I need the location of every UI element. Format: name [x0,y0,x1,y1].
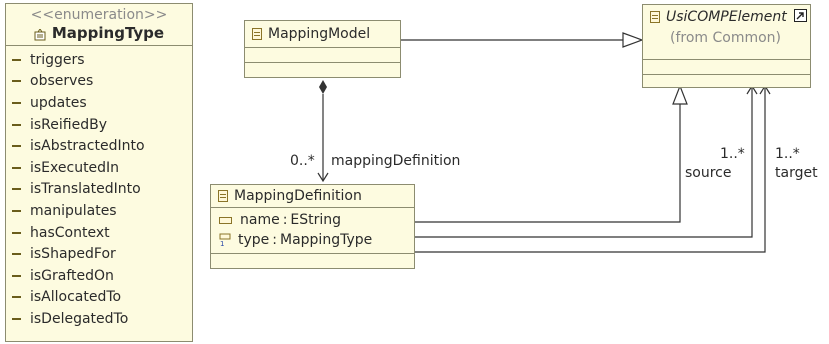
enum-literal[interactable]: hasContext [6,222,192,244]
enum-literal[interactable]: isShapedFor [6,243,192,265]
shortcut-icon[interactable] [794,9,807,22]
attributes-compartment [245,48,400,63]
enum-literal[interactable]: triggers [6,49,192,71]
attribute-type[interactable]: 1 type : MappingType [219,232,373,248]
literal-icon [12,231,21,234]
composition-arrowhead [317,172,329,183]
composition-diamond [319,80,327,94]
class-icon [650,11,660,23]
enum-literal-label: hasContext [30,224,110,241]
enum-literal[interactable]: observes [6,71,192,93]
enum-literal-label: isTranslatedInto [30,181,141,198]
enumeration-name: MappingType [51,24,165,42]
attributes-compartment [643,60,810,75]
literal-icon [12,101,21,104]
enumeration-stereotype: <<enumeration>> [30,7,168,23]
literal-icon [12,253,21,256]
literal-icon [12,296,21,299]
class-name-mappingdefinition: MappingDefinition [234,188,362,204]
enum-literal-label: observes [30,73,94,90]
enum-literal-label: triggers [30,51,85,68]
enum-literal[interactable]: isAllocatedTo [6,287,192,309]
attribute-icon [219,216,232,224]
class-name-mappingmodel: MappingModel [268,26,371,42]
operations-compartment [643,75,810,89]
class-icon [218,190,228,202]
literal-icon [12,274,21,277]
enumeration-mappingtype[interactable]: <<enumeration>> MappingType triggers obse… [5,3,193,342]
target-multiplicity-label: 1..* [775,146,800,162]
enumeration-literals: triggers observes updates isReifiedBy isAbst… [6,46,192,330]
enum-literal-label: manipulates [30,202,117,219]
enum-literal-label: isAllocatedTo [30,289,122,306]
composition-role-label: mappingDefinition [331,153,461,169]
enum-literal[interactable]: isExecutedIn [6,157,192,179]
class-usicompelement[interactable]: UsiCOMPElement (from Common) [642,4,811,88]
literal-icon [12,80,21,83]
literal-icon [12,317,21,320]
enum-literal-label: isAbstractedInto [30,138,145,155]
enumeration-icon [34,27,46,41]
source-multiplicity-label: 1..* [720,146,745,162]
enum-literal-label: isExecutedIn [30,159,120,176]
generalization-arrowhead [622,32,644,48]
operations-compartment [245,63,400,79]
class-icon [252,28,262,40]
enum-literal[interactable]: manipulates [6,200,192,222]
enum-literal[interactable]: isDelegatedTo [6,308,192,330]
literal-icon [12,58,21,61]
literal-icon [12,166,21,169]
composition-multiplicity-label: 0..* [290,153,315,169]
generalization-mappingdefinition-edge [415,104,681,223]
enum-literal-label: updates [30,94,87,111]
enum-literal-label: isShapedFor [30,246,116,263]
enum-literal-label: isDelegatedTo [30,310,129,327]
source-association-edge [415,87,753,238]
enum-literal[interactable]: isReifiedBy [6,114,192,136]
target-role-label: target [775,165,818,181]
literal-icon [12,188,21,191]
class-mappingmodel[interactable]: MappingModel [244,20,401,78]
literal-icon [12,209,21,212]
enum-literal[interactable]: isGraftedOn [6,265,192,287]
class-name-usicompelement: UsiCOMPElement [666,9,787,25]
target-association-edge [415,87,766,253]
literal-icon [12,145,21,148]
class-origin-package: (from Common) [670,30,782,46]
enum-literal-label: isGraftedOn [30,267,114,284]
enum-attribute-icon: 1 [219,233,232,248]
enum-literal[interactable]: updates [6,92,192,114]
attribute-name[interactable]: name : EString [211,210,414,230]
source-role-label: source [685,165,732,181]
enum-literal[interactable]: isTranslatedInto [6,179,192,201]
operations-compartment [211,254,414,268]
generalization-arrowhead-2 [672,84,688,105]
class-mappingdefinition[interactable]: MappingDefinition name : EString 1 type … [210,184,415,269]
svg-text:1: 1 [220,240,224,247]
enum-literal[interactable]: isAbstractedInto [6,135,192,157]
enum-literal-label: isReifiedBy [30,116,107,133]
literal-icon [12,123,21,126]
